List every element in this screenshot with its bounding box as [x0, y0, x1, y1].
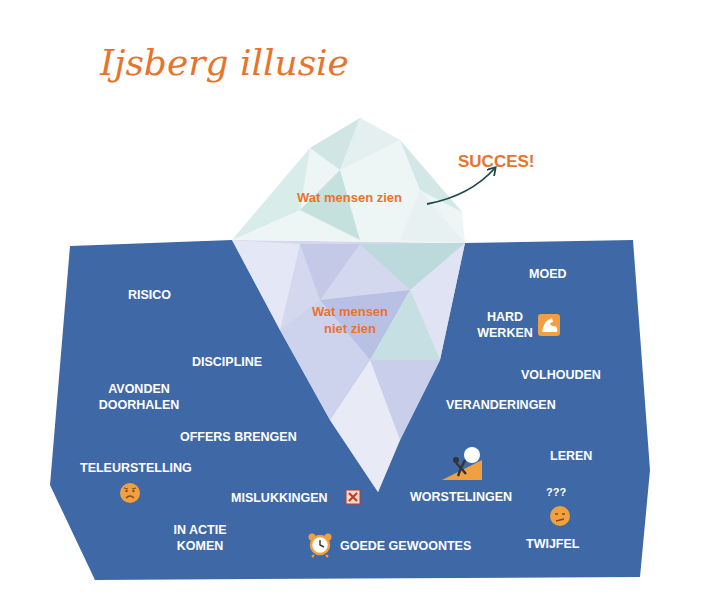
label: WORSTELINGEN — [410, 489, 512, 505]
success-arrow — [427, 168, 495, 204]
label: HARD WERKEN — [474, 309, 536, 342]
clock-icon — [309, 534, 332, 558]
label: MISLUKKINGEN — [231, 490, 328, 506]
muscle-icon — [538, 314, 560, 336]
iceberg-tip — [232, 118, 465, 243]
label: SUCCES! — [458, 151, 535, 173]
label: RISICO — [128, 287, 171, 303]
label: TWIJFEL — [526, 536, 579, 552]
iceberg-underwater — [232, 240, 465, 492]
label: ??? — [546, 485, 566, 499]
label: VERANDERINGEN — [446, 397, 556, 413]
label: LEREN — [550, 448, 592, 464]
label: GOEDE GEWOONTES — [340, 538, 471, 554]
label: VOLHOUDEN — [521, 367, 601, 383]
label: IN ACTIE KOMEN — [164, 522, 236, 555]
title: Ijsberg illusie — [100, 40, 349, 87]
failure-icon — [346, 490, 360, 504]
label: MOED — [529, 266, 567, 282]
water — [50, 240, 650, 580]
label: Wat mensen zien — [297, 190, 402, 207]
label: AVONDEN DOORHALEN — [96, 381, 182, 414]
struggle-icon — [442, 447, 482, 480]
doubt-face-icon — [550, 506, 570, 526]
label: TELEURSTELLING — [80, 460, 192, 476]
sad-face-icon — [120, 483, 140, 503]
label: Wat mensen niet zien — [300, 304, 400, 338]
label: DISCIPLINE — [192, 354, 262, 370]
label: OFFERS BRENGEN — [180, 429, 297, 445]
